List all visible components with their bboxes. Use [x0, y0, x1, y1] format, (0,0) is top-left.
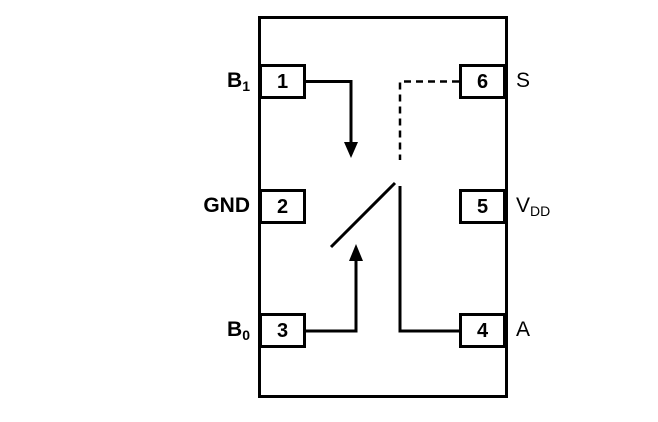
pin-label-text: B — [227, 69, 243, 92]
pin-box-4: 4 — [459, 313, 506, 348]
pin-label-b1: B1 — [178, 69, 250, 98]
pin-label-subscript: 0 — [242, 327, 250, 343]
pin-number: 1 — [276, 70, 289, 93]
pin-number: 6 — [476, 70, 489, 93]
pin-box-3: 3 — [259, 313, 306, 348]
pin-label-vdd: VDD — [516, 194, 550, 223]
pin-box-5: 5 — [459, 189, 506, 224]
pin-label-subscript: DD — [530, 203, 551, 219]
pin-label-s: S — [516, 69, 530, 98]
pin-label-gnd: GND — [178, 194, 250, 223]
pin-label-text: S — [516, 69, 531, 92]
pin-label-text: B — [227, 318, 243, 341]
pin-number: 2 — [276, 195, 289, 218]
pin-label-text: A — [516, 318, 531, 341]
pin-number: 3 — [276, 319, 289, 342]
pin-number: 5 — [476, 195, 489, 218]
pin-label-subscript: 1 — [242, 78, 250, 94]
pin-label-text: GND — [203, 194, 250, 217]
pin-label-text: V — [516, 194, 531, 217]
pin-box-2: 2 — [259, 189, 306, 224]
pin-box-1: 1 — [259, 64, 306, 99]
pin-number: 4 — [476, 319, 489, 342]
pin-label-b0: B0 — [178, 318, 250, 347]
pin-box-6: 6 — [459, 64, 506, 99]
pin-label-a: A — [516, 318, 530, 347]
